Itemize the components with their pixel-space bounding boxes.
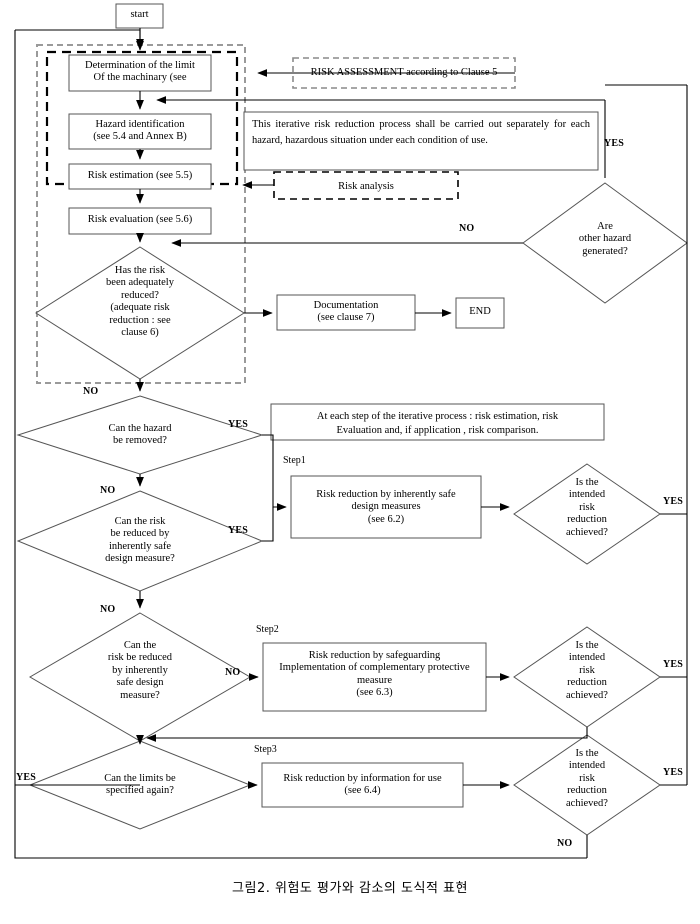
- edge-label-risk-reduced-yes: YES: [228, 525, 249, 536]
- node-can-hazard-removed-shape: [16, 395, 264, 475]
- edge-label-intended2-yes: YES: [663, 659, 684, 670]
- step2-label: Step2: [256, 624, 279, 635]
- node-are-other-hazard-shape: [522, 182, 688, 304]
- step1-label: Step1: [283, 455, 306, 466]
- note-risk-assessment-text: RISK ASSESSMENT according to Clause 5: [310, 67, 498, 78]
- node-step2-box-shape: [262, 642, 487, 712]
- edge-label-hazard-removed-no: NO: [100, 485, 116, 496]
- step3-label: Step3: [254, 744, 277, 755]
- edge-label-other-hazard-no: NO: [459, 223, 475, 234]
- node-can-risk-reduced-design-shape: [16, 490, 264, 592]
- node-can-risk-reduced-design2-shape: [29, 612, 251, 742]
- note-risk-analysis-text: Risk analysis: [338, 181, 394, 192]
- note-iterative-shape: [243, 111, 599, 171]
- node-intended-reduction-1-shape: [513, 463, 661, 565]
- note-each-step-line2: Evaluation and, if application , risk co…: [336, 425, 539, 436]
- node-intended-reduction-3-shape: [513, 734, 661, 836]
- edge-label-risk-reduced-no: NO: [100, 604, 116, 615]
- node-step3-box-shape: [261, 762, 464, 808]
- flow-connectors: [14, 28, 688, 859]
- node-step1-box-shape: [290, 475, 482, 539]
- dashed-region-risk-analysis: [45, 50, 239, 186]
- edge-label-hazard-removed-yes: YES: [228, 419, 249, 430]
- edge-label-other-hazard-yes: YES: [604, 138, 625, 149]
- note-each-step-shape: [270, 403, 605, 441]
- note-iterative-text: This iterative risk reduction process sh…: [252, 119, 590, 147]
- node-hazard-identification-shape: [68, 113, 212, 150]
- edge-label-intended1-yes: YES: [663, 496, 684, 507]
- node-intended-reduction-2-shape: [513, 626, 661, 728]
- note-each-step-line1: At each step of the iterative process : …: [316, 411, 559, 422]
- figure-caption: 그림2. 위험도 평가와 감소의 도식적 표현: [232, 881, 468, 896]
- edge-label-design2-no: NO: [225, 667, 241, 678]
- node-risk-estimation-shape: [68, 163, 212, 190]
- edge-label-intended3-yes: YES: [663, 767, 684, 778]
- edge-label-limits-yes: YES: [16, 772, 37, 783]
- edge-label-has-risk-no: NO: [83, 386, 99, 397]
- node-determination-shape: [68, 54, 212, 92]
- edge-label-intended3-no: NO: [557, 838, 573, 849]
- node-start-shape: [115, 3, 164, 29]
- node-documentation-shape: [276, 294, 416, 331]
- node-has-risk-reduced-shape: [35, 246, 245, 380]
- node-risk-evaluation-shape: [68, 207, 212, 235]
- node-end-shape: [455, 297, 505, 329]
